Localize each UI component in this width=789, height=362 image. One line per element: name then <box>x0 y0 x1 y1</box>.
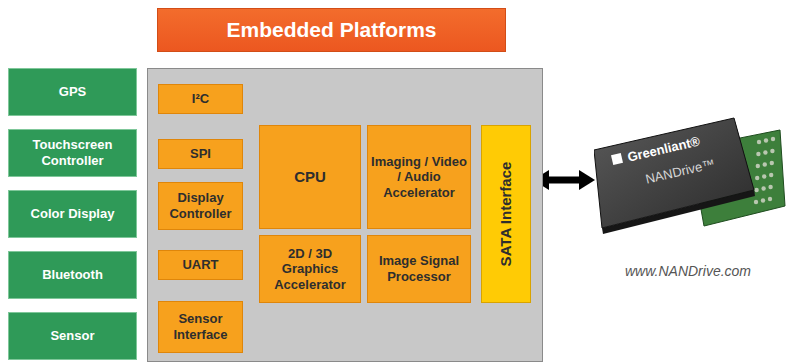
solder-ball <box>761 198 765 202</box>
interface-block: I²C <box>158 84 243 114</box>
solder-ball <box>768 197 772 201</box>
data-link-arrow <box>549 177 579 184</box>
peripheral-box: Bluetooth <box>8 251 137 299</box>
accelerator-block: 2D / 3D Graphics Accelerator <box>259 235 361 303</box>
interface-block: SPI <box>158 139 243 169</box>
chip-logo <box>611 153 623 165</box>
website-label: www.NANDrive.com <box>625 263 751 279</box>
solder-ball <box>755 176 759 180</box>
box-label: Bluetooth <box>39 267 106 283</box>
interface-block: Display Controller <box>158 182 243 230</box>
interface-block: UART <box>158 250 243 280</box>
sata-interface: SATA Interface <box>481 125 531 303</box>
box-label: Sensor <box>47 328 97 344</box>
box-label: Image Signal Processor <box>368 253 470 284</box>
solder-ball <box>770 149 774 153</box>
peripheral-box: Touchscreen Controller <box>8 129 137 177</box>
solder-ball <box>770 161 774 165</box>
box-label: CPU <box>291 168 329 186</box>
solder-ball <box>763 162 767 166</box>
accelerator-block: Imaging / Video / Audio Accelerator <box>367 125 471 229</box>
platform-heading: Embedded Platforms <box>157 8 506 52</box>
solder-ball <box>757 140 761 144</box>
box-label: Imaging / Video / Audio Accelerator <box>368 154 470 201</box>
solder-ball <box>764 138 768 142</box>
box-label: SPI <box>187 146 214 162</box>
solder-ball <box>754 188 758 192</box>
solder-ball <box>756 152 760 156</box>
solder-ball <box>762 174 766 178</box>
solder-ball <box>756 164 760 168</box>
peripheral-box: Sensor <box>8 312 137 360</box>
solder-ball <box>769 173 773 177</box>
box-label: SATA Interface <box>497 159 515 270</box>
solder-ball <box>754 200 758 204</box>
solder-ball <box>771 137 775 141</box>
box-label: Touchscreen Controller <box>9 137 136 168</box>
peripheral-box: GPS <box>8 68 137 116</box>
peripheral-box: Color Display <box>8 190 137 238</box>
interface-block: Sensor Interface <box>158 301 243 353</box>
box-label: I²C <box>189 91 212 107</box>
box-label: UART <box>179 257 221 273</box>
platform-panel: Embedded PlatformsI²CSPIDisplay Controll… <box>147 68 543 362</box>
nand-chip: Greenliant®NANDrive™ <box>594 110 786 235</box>
box-label: GPS <box>56 84 89 100</box>
solder-ball <box>761 186 765 190</box>
solder-ball <box>768 185 772 189</box>
box-label: Color Display <box>28 206 118 222</box>
chip-body <box>594 118 754 228</box>
box-label: Display Controller <box>159 190 242 221</box>
processor-block: CPU <box>259 125 361 229</box>
box-label: Sensor Interface <box>159 311 242 342</box>
solder-ball <box>763 150 767 154</box>
processor-block: Image Signal Processor <box>367 235 471 303</box>
box-label: 2D / 3D Graphics Accelerator <box>260 246 360 293</box>
